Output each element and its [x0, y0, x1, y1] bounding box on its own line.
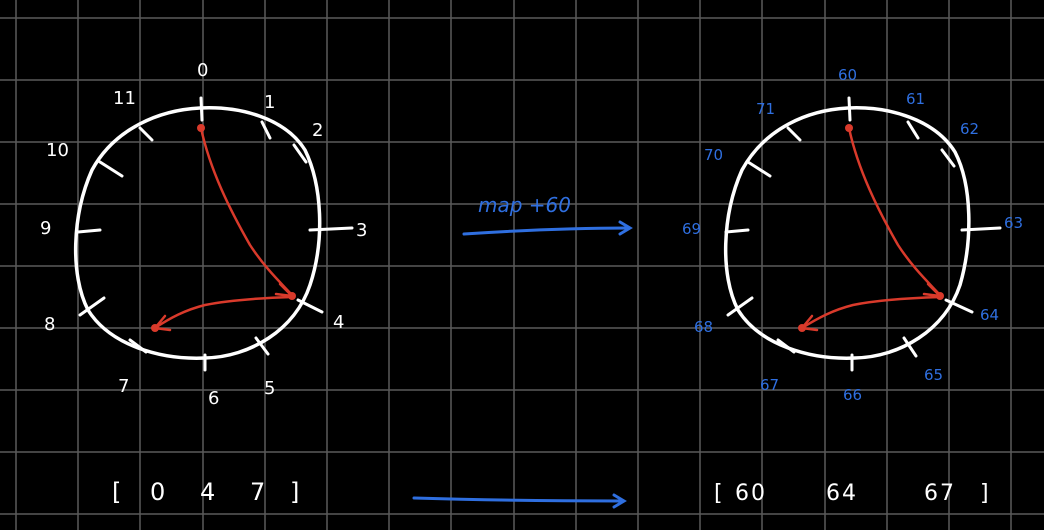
tick-71 — [786, 126, 802, 142]
right-label-70: 70 — [704, 146, 723, 164]
right-clock-ticks — [724, 96, 1002, 372]
tick-0 — [199, 96, 204, 122]
tick-9 — [76, 228, 102, 234]
tick-3 — [308, 226, 354, 232]
tick-10 — [98, 160, 124, 178]
left-clock-path — [151, 124, 296, 332]
right-clock-path — [798, 124, 944, 332]
path-point-67 — [798, 324, 806, 332]
right-label-65: 65 — [924, 366, 943, 384]
right-vector-value: 67 — [924, 481, 956, 506]
right-label-63: 63 — [1004, 214, 1023, 232]
path-point-4 — [288, 292, 296, 300]
tick-70 — [746, 160, 772, 178]
map-arrow — [462, 226, 630, 236]
tick-69 — [724, 228, 750, 234]
right-label-68: 68 — [694, 318, 713, 336]
right-label-61: 61 — [906, 90, 925, 108]
left-vector-close: ] — [290, 478, 301, 506]
right-label-60: 60 — [838, 66, 857, 84]
right-label-64: 64 — [980, 306, 999, 324]
tick-68 — [726, 296, 754, 317]
left-vector: [ 0 4 7 ] — [112, 478, 301, 506]
tick-67 — [776, 338, 796, 354]
left-label-7: 7 — [118, 376, 129, 397]
left-vector-value: 4 — [200, 478, 217, 506]
right-vector-open: [ — [714, 481, 725, 506]
tick-5 — [254, 336, 270, 356]
map-arrow-head — [618, 220, 633, 236]
left-label-11: 11 — [113, 88, 136, 109]
right-vector-close: ] — [980, 481, 991, 506]
left-vector-value: 0 — [150, 478, 167, 506]
left-clock-ticks — [76, 96, 354, 372]
right-vector-value: 60 — [735, 481, 767, 506]
tick-11 — [138, 126, 154, 142]
path-point-64 — [936, 292, 944, 300]
right-clock-circle — [723, 106, 971, 360]
tick-60 — [847, 96, 852, 122]
right-vector: [ 60 64 67 ] — [714, 481, 991, 506]
left-clock-diagram: 0 1 2 3 4 5 6 7 8 9 10 11 — [40, 60, 367, 409]
tick-2 — [292, 143, 308, 164]
right-label-69: 69 — [682, 220, 701, 238]
right-vector-value: 64 — [826, 481, 858, 506]
vector-arrow-head — [612, 493, 627, 509]
map-transform: map +60 — [462, 193, 633, 236]
left-vector-open: [ — [112, 478, 123, 506]
tick-61 — [906, 120, 920, 140]
tick-64 — [944, 298, 974, 314]
left-label-6: 6 — [208, 388, 219, 409]
left-label-2: 2 — [312, 120, 323, 141]
vector-map-arrow — [412, 493, 627, 509]
tick-63 — [960, 226, 1002, 232]
tick-62 — [940, 148, 956, 168]
left-label-9: 9 — [40, 218, 51, 239]
tick-8 — [78, 296, 106, 317]
right-label-67: 67 — [760, 376, 779, 394]
left-label-4: 4 — [333, 312, 344, 333]
right-label-62: 62 — [960, 120, 979, 138]
path-point-7 — [151, 324, 159, 332]
left-label-1: 1 — [264, 92, 275, 113]
right-label-71: 71 — [756, 100, 775, 118]
left-label-0: 0 — [197, 60, 208, 81]
tick-7 — [128, 338, 148, 354]
left-label-10: 10 — [46, 140, 69, 161]
path-start-60 — [845, 124, 853, 132]
left-label-5: 5 — [264, 378, 275, 399]
left-label-3: 3 — [356, 220, 367, 241]
left-label-8: 8 — [44, 314, 55, 335]
map-label: map +60 — [478, 193, 571, 217]
path-start-0 — [197, 124, 205, 132]
tick-4 — [296, 298, 324, 314]
tick-65 — [902, 336, 918, 358]
right-clock-diagram: 60 61 62 63 64 65 66 67 68 69 70 71 — [682, 66, 1023, 404]
left-vector-value: 7 — [250, 478, 267, 506]
tick-1 — [260, 120, 272, 140]
right-label-66: 66 — [843, 386, 862, 404]
